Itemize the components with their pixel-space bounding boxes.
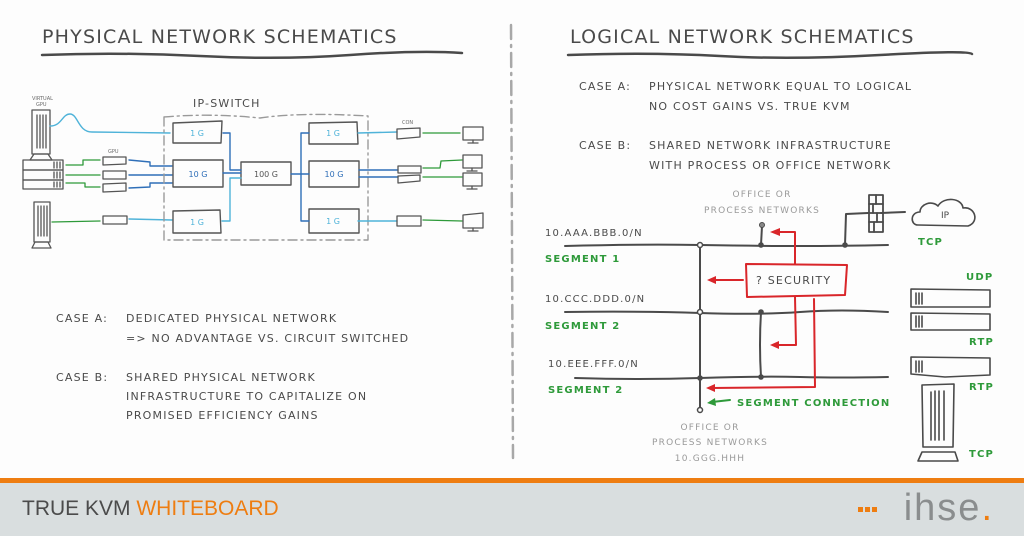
con-blue-links bbox=[358, 169, 399, 178]
bottom-network-label-2: PROCESS NETWORKS bbox=[652, 438, 768, 448]
virtual-gpu-link bbox=[49, 113, 171, 134]
security-arrowheads bbox=[706, 228, 780, 392]
left-case-a-line-1: DEDICATED PHYSICAL NETWORK bbox=[126, 312, 337, 325]
port-left-bot: 1 G bbox=[190, 218, 204, 227]
bottom-network-label-3: 10.GGG.HHH bbox=[675, 454, 745, 464]
ihse-logo: ihse. bbox=[854, 487, 994, 531]
switch-internal-light-link bbox=[221, 177, 242, 222]
security-flow-lines bbox=[710, 231, 848, 389]
right-case-a-line-1: PHYSICAL NETWORK EQUAL TO LOGICAL bbox=[649, 80, 912, 93]
network-junction-dots bbox=[696, 222, 848, 414]
con-boxes bbox=[396, 127, 422, 227]
left-case-b-line-2: INFRASTRUCTURE TO CAPITALIZE ON bbox=[126, 390, 367, 403]
ip-switch-frame bbox=[163, 113, 369, 241]
top-network-label-1: OFFICE OR bbox=[732, 190, 791, 200]
con-light-links bbox=[357, 131, 398, 222]
segment-connection-label: SEGMENT CONNECTION bbox=[737, 398, 890, 409]
rack-server-icons bbox=[910, 288, 991, 378]
left-case-a-label: CASE A: bbox=[56, 312, 108, 325]
network-bus-lines bbox=[564, 211, 906, 409]
subnet-3-segment: SEGMENT 2 bbox=[548, 385, 623, 396]
left-panel-title: PHYSICAL NETWORK SCHEMATICS bbox=[42, 26, 398, 48]
con-label: CON bbox=[402, 120, 413, 126]
virtual-gpu-label-1: VIRTUAL bbox=[32, 96, 53, 102]
right-case-a-line-2: NO COST GAINS VS. TRUE KVM bbox=[649, 100, 851, 113]
tower-server-icon bbox=[917, 383, 959, 462]
port-core: 100 G bbox=[254, 170, 278, 179]
workstation-tower-icon bbox=[31, 201, 52, 249]
monitor-icons bbox=[462, 126, 484, 232]
ip-switch-label: IP-SWITCH bbox=[193, 97, 261, 110]
tower-switch-link bbox=[128, 218, 173, 221]
subnet-1-segment: SEGMENT 1 bbox=[545, 254, 620, 265]
port-right-mid: 10 G bbox=[325, 170, 344, 179]
right-panel-title: LOGICAL NETWORK SCHEMATICS bbox=[570, 26, 915, 48]
security-label: ? SECURITY bbox=[756, 274, 831, 287]
subnet-3-address: 10.EEE.FFF.0/N bbox=[548, 359, 639, 370]
footer-title-main: TRUE KVM bbox=[22, 497, 131, 520]
bottom-network-label-1: OFFICE OR bbox=[680, 423, 739, 433]
port-right-bot: 1 G bbox=[326, 217, 340, 226]
left-case-b-label: CASE B: bbox=[56, 371, 108, 384]
logo-dots-icon bbox=[858, 497, 879, 516]
left-case-b-line-3: PROMISED EFFICIENCY GAINS bbox=[126, 409, 319, 422]
cloud-icon bbox=[911, 198, 976, 227]
subnet-1-address: 10.AAA.BBB.0/N bbox=[545, 228, 643, 239]
gpu-label: GPU bbox=[108, 149, 119, 155]
top-network-label-2: PROCESS NETWORKS bbox=[704, 206, 820, 216]
footer-title-accent: WHITEBOARD bbox=[136, 497, 279, 520]
whiteboard-drawing: PHYSICAL NETWORK SCHEMATICS VIRTUAL GPU … bbox=[22, 23, 994, 464]
monitor-green-links bbox=[422, 132, 463, 222]
port-right-top: 1 G bbox=[326, 129, 340, 138]
subnet-2-segment: SEGMENT 2 bbox=[545, 321, 620, 332]
gpu-card-icons bbox=[102, 156, 128, 225]
left-title-underline bbox=[40, 50, 464, 60]
footer-title: TRUE KVM WHITEBOARD bbox=[22, 497, 279, 521]
logo-text: ihse bbox=[903, 487, 982, 529]
protocol-tcp-top: TCP bbox=[918, 237, 943, 248]
left-case-b-line-1: SHARED PHYSICAL NETWORK bbox=[126, 371, 316, 384]
protocol-rtp-1: RTP bbox=[969, 337, 994, 348]
cloud-label: IP bbox=[941, 211, 950, 221]
protocol-rtp-2: RTP bbox=[969, 382, 994, 393]
firewall-icon bbox=[868, 194, 884, 233]
right-case-b-label: CASE B: bbox=[579, 139, 631, 152]
right-title-underline bbox=[566, 50, 974, 60]
right-case-b-line-1: SHARED NETWORK INFRASTRUCTURE bbox=[649, 139, 892, 152]
port-left-top: 1 G bbox=[190, 129, 204, 138]
panel-divider bbox=[509, 23, 515, 460]
gpu-blue-links bbox=[128, 159, 173, 189]
left-case-a-line-2: => NO ADVANTAGE VS. CIRCUIT SWITCHED bbox=[126, 332, 409, 345]
whiteboard: PHYSICAL NETWORK SCHEMATICS VIRTUAL GPU … bbox=[22, 23, 994, 464]
segment-connection-arrowhead bbox=[707, 398, 716, 406]
protocol-tcp-bottom: TCP bbox=[969, 449, 994, 460]
right-case-b-line-2: WITH PROCESS OR OFFICE NETWORK bbox=[649, 159, 891, 172]
server-stack-icon bbox=[22, 159, 64, 190]
gpu-green-links bbox=[51, 159, 101, 223]
footer-bar: TRUE KVM WHITEBOARD ihse. bbox=[0, 478, 1024, 536]
right-case-a-label: CASE A: bbox=[579, 80, 631, 93]
port-left-mid: 10 G bbox=[189, 170, 208, 179]
protocol-udp: UDP bbox=[966, 272, 993, 283]
virtual-gpu-tower-icon bbox=[29, 109, 53, 161]
subnet-2-address: 10.CCC.DDD.0/N bbox=[545, 294, 645, 305]
logo-dot: . bbox=[981, 487, 994, 529]
switch-internal-links bbox=[222, 132, 310, 222]
virtual-gpu-label-2: GPU bbox=[36, 102, 47, 108]
